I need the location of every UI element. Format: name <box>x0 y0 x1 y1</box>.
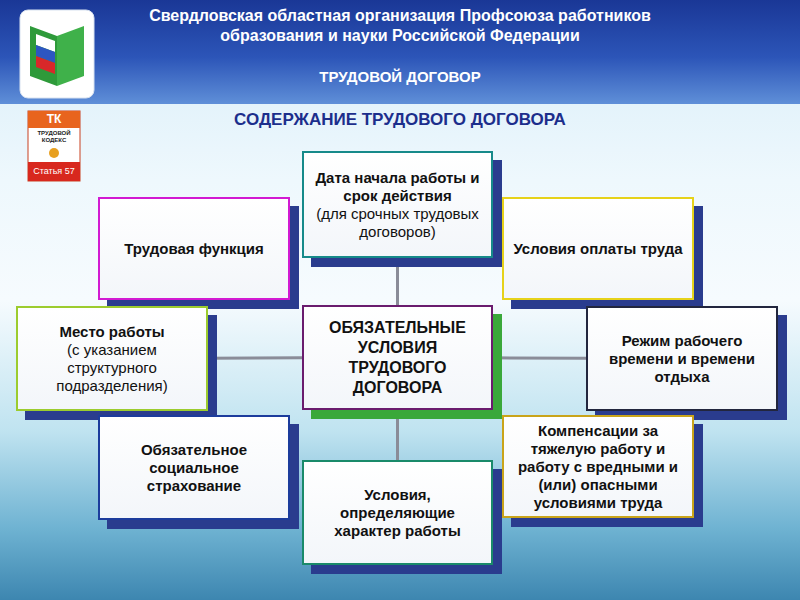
book-bottom-band <box>28 162 80 181</box>
connector-line <box>208 356 302 359</box>
labour-code-book <box>28 111 80 181</box>
connector-line <box>396 410 399 460</box>
logo-leaf-left <box>30 26 57 86</box>
section-title: ТРУДОВОЙ ДОГОВОР <box>250 68 550 86</box>
book-top-band <box>28 111 80 128</box>
box-heading: Условия, определяющие характер работы <box>310 486 485 540</box>
logo-leaf-right <box>57 26 84 86</box>
condition-box: Обязательное социальное страхование <box>98 415 290 520</box>
condition-box: Условия оплаты труда <box>502 197 694 300</box>
box-heading: Обязательное социальное страхование <box>106 441 282 495</box>
header-title: Свердловская областная организация Профс… <box>120 6 680 46</box>
box-heading: Режим рабочего времени и времени отдыха <box>594 332 770 386</box>
condition-box: Место работы(с указанием структурного по… <box>16 306 208 411</box>
box-heading: Место работы <box>59 323 164 341</box>
condition-box: Компенсации за тяжелую работу и работу с… <box>502 415 694 518</box>
logo-plate <box>20 10 94 98</box>
condition-box: Режим рабочего времени и времени отдыха <box>586 306 778 411</box>
book-cover <box>28 111 80 181</box>
box-heading: ОБЯЗАТЕЛЬНЫЕ УСЛОВИЯ ТРУДОВОГО ДОГОВОРА <box>310 318 485 398</box>
condition-box: Трудовая функция <box>98 197 290 300</box>
central-box: ОБЯЗАТЕЛЬНЫЕ УСЛОВИЯ ТРУДОВОГО ДОГОВОРА <box>302 305 493 410</box>
condition-box: Дата начала работы и срок действия(для с… <box>302 151 493 258</box>
article-number: Статья 57 <box>29 165 79 177</box>
logo-flag-red <box>36 56 55 74</box>
book-abbrev: ТК <box>29 111 79 127</box>
box-heading: Компенсации за тяжелую работу и работу с… <box>510 422 686 512</box>
connector-line <box>396 258 399 305</box>
box-heading: Условия оплаты труда <box>513 240 682 258</box>
book-title: ТРУДОВОЙ КОДЕКС <box>29 130 79 144</box>
slide-subtitle: СОДЕРЖАНИЕ ТРУДОВОГО ДОГОВОРА <box>150 110 650 130</box>
box-heading: Трудовая функция <box>124 240 264 258</box>
condition-box: Условия, определяющие характер работы <box>302 460 493 565</box>
union-logo <box>20 10 94 98</box>
book-emblem <box>49 148 59 158</box>
box-heading: Дата начала работы и срок действия <box>310 169 485 205</box>
box-note: (с указанием структурного подразделения) <box>24 341 200 395</box>
connector-line <box>493 356 586 359</box>
box-note: (для срочных трудовых договоров) <box>310 205 485 241</box>
